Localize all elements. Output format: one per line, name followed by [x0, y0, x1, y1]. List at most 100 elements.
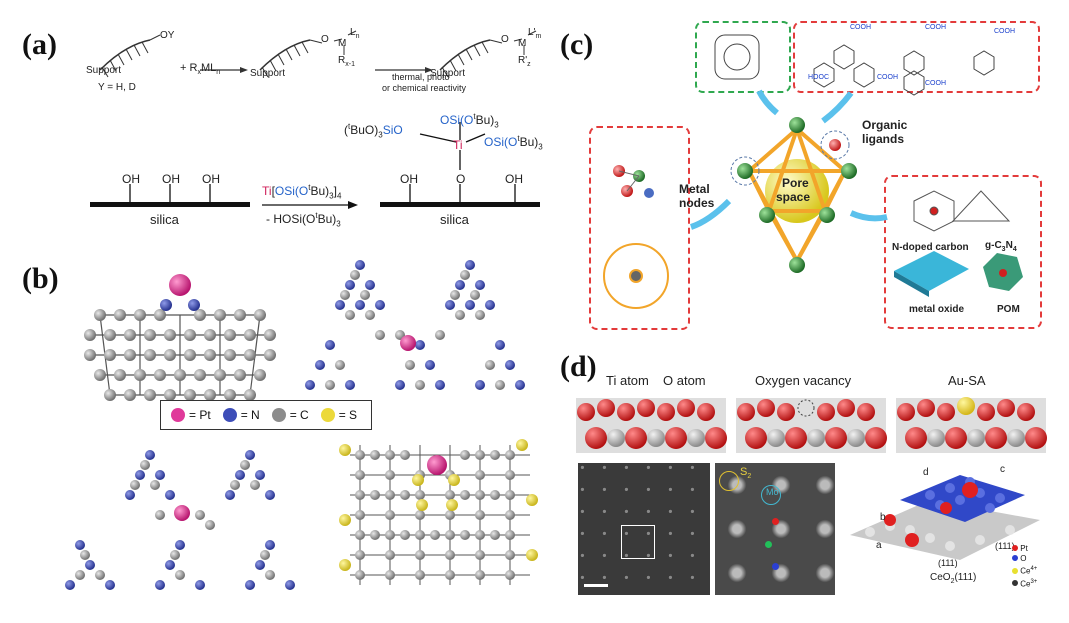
arrow-note-2: or chemical reactivity — [382, 83, 466, 93]
ceo2-legend-ce4: Ce4+ — [1012, 564, 1037, 577]
red-marker — [772, 518, 779, 525]
gc3n4-4: 4 — [1013, 246, 1017, 253]
pore-space-label-1: Pore — [782, 176, 809, 190]
metal-oxide-slab — [894, 251, 969, 297]
s2-label: S2 — [740, 466, 751, 480]
s-doped-graphene — [339, 439, 538, 585]
graphene-sheet — [90, 315, 270, 395]
g-c3n4-small — [953, 191, 1009, 221]
osi-right-group: OSi(OtBu)3 — [484, 134, 543, 151]
metal-oxide-label: metal oxide — [909, 304, 964, 315]
left-group-sio: SiO — [383, 123, 403, 137]
oh-1: OH — [122, 172, 140, 186]
ceo2-legend-ce4-sup: 4+ — [1030, 566, 1037, 572]
au-sa-label: Au-SA — [948, 373, 986, 388]
pore-space-label-2: space — [776, 190, 810, 204]
legend-n-dot — [223, 408, 237, 422]
pom-label: POM — [997, 304, 1020, 315]
panel-b-legend: = Pt = N = C = S — [160, 400, 372, 430]
au-single-atom — [957, 397, 975, 415]
ceo2-legend-ce3-label: Ce — [1020, 579, 1030, 588]
ti-reagent-sub4: 4 — [337, 191, 341, 200]
site-label-b: b — [880, 512, 886, 523]
ceo2-label: CeO2(111) — [930, 572, 976, 585]
cooh-label-3: COOH — [925, 24, 946, 31]
panel-b-label: (b) — [22, 262, 59, 296]
rpz-r: R' — [518, 55, 527, 66]
ceo2-legend-pt-label: Pt — [1020, 544, 1028, 553]
pt-atom-2 — [400, 335, 416, 351]
ti-reagent: Ti[OSi(OtBu)3]4 — [262, 183, 341, 200]
legend-pt-dot — [171, 408, 185, 422]
legend-s-label: = S — [339, 408, 357, 422]
gc3n4-g: g-C — [985, 240, 1002, 251]
cooh-label-5: COOH — [994, 28, 1015, 35]
ti-atom-label: Ti atom — [606, 373, 649, 388]
oh-2: OH — [162, 172, 180, 186]
o-label-3: O — [501, 34, 509, 45]
silica-label-2: silica — [440, 212, 469, 227]
green-marker — [765, 541, 772, 548]
gc3n4-label: g-C3N4 — [985, 240, 1017, 253]
panel-c-figure — [589, 21, 1039, 326]
organic-ligands-label-1: Organic — [862, 118, 907, 132]
g-c3n4-sheet-2 — [65, 450, 295, 590]
osi-top-bu: Bu) — [476, 113, 495, 127]
pom-cluster — [983, 253, 1023, 291]
support-label-2: Support — [250, 68, 285, 79]
ceo2-legend-o: O — [1012, 554, 1037, 564]
pt-site-c — [962, 482, 978, 498]
m-label: M — [338, 38, 346, 49]
ti-reagent-bu: Bu) — [310, 184, 329, 198]
n-doped-carbon-label: N-doped carbon — [892, 242, 969, 253]
lpm-label: L'm — [528, 27, 541, 40]
ceo2-legend-ce4-dot — [1012, 568, 1018, 574]
organic-ligands-label-2: ligands — [862, 132, 904, 146]
cooh-label-1: COOH — [850, 24, 871, 31]
ceo2-text: CeO — [930, 572, 951, 583]
mp-label: M — [518, 38, 526, 49]
y-note: Y = H, D — [98, 82, 136, 93]
ceo2-legend-o-dot — [1012, 555, 1018, 561]
legend-c-dot — [272, 408, 286, 422]
gc3n4-n: N — [1006, 240, 1013, 251]
osi-right-text: OSi(O — [484, 135, 517, 149]
pt-site-d — [940, 502, 952, 514]
g-c3n4-sheet-1 — [305, 260, 525, 390]
legend-n: = N — [223, 408, 260, 422]
cooh-label-2: COOH — [877, 74, 898, 81]
o-label-2: O — [321, 34, 329, 45]
ceo2-legend-pt-dot — [1012, 545, 1018, 551]
o-anchor: O — [456, 172, 465, 186]
arrow-note-1: thermal, photo — [392, 72, 450, 82]
facet-111-b: (111) — [938, 558, 958, 568]
legend-pt-label: = Pt — [189, 408, 211, 422]
ceo2-legend-ce3-sup: 3+ — [1030, 579, 1037, 585]
stem-image-zoom — [715, 463, 835, 595]
osi-top-text: OSi(O — [440, 113, 473, 127]
osi-right-bu: Bu) — [520, 135, 539, 149]
oxygen-vacancy-label: Oxygen vacancy — [755, 373, 851, 388]
legend-pt: = Pt — [171, 408, 211, 422]
o-atom-label: O atom — [663, 373, 706, 388]
ceo2-legend-ce3: Ce3+ — [1012, 577, 1037, 590]
rx1-sub: x-1 — [345, 61, 355, 68]
site-label-a: a — [876, 540, 882, 551]
ceo2-legend-ce3-dot — [1012, 580, 1018, 586]
oh-3: OH — [202, 172, 220, 186]
reagent-label: + RxMLn — [180, 62, 220, 76]
ceo2-legend-pt: Pt — [1012, 544, 1037, 554]
site-label-c: c — [1000, 464, 1005, 475]
left-group: (tBuO)3SiO — [344, 122, 403, 139]
ln-label: Ln — [350, 27, 359, 40]
rpz-sub: z — [527, 61, 531, 68]
osi-top-group: OSi(OtBu)3 — [440, 112, 499, 129]
legend-c-label: = C — [290, 408, 309, 422]
site-label-d: d — [923, 467, 929, 478]
legend-c: = C — [272, 408, 309, 422]
zoom-region — [621, 525, 655, 559]
tio2-surface-au — [896, 397, 1047, 453]
silica-label-1: silica — [150, 212, 179, 227]
panel-d-surfaces — [576, 378, 1051, 456]
oh-4: OH — [400, 172, 418, 186]
